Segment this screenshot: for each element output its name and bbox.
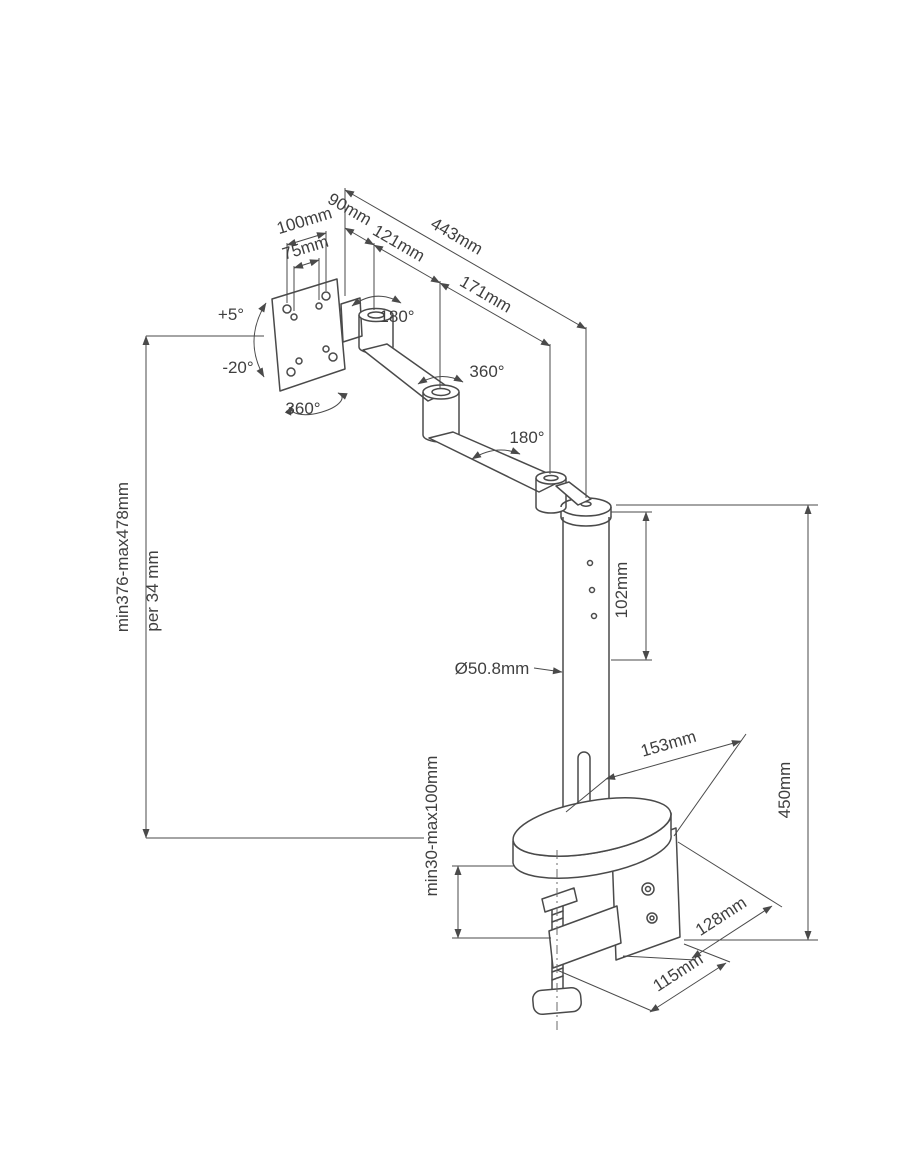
dim-pole-height-label: 450mm — [775, 762, 794, 819]
wrist-rotation-arc — [471, 447, 521, 460]
clamp-screw-hole — [646, 912, 658, 924]
clamp-bottom-arm — [548, 905, 622, 969]
dim-vesa-height — [293, 259, 320, 269]
pole-adjust-hole — [590, 612, 598, 620]
clamp-screw-knob — [532, 986, 582, 1016]
vesa-hole — [290, 313, 298, 321]
desk-clamp — [512, 797, 681, 1034]
vesa-hole — [322, 345, 330, 353]
pole-connector — [555, 481, 592, 506]
clamp-top-plate — [512, 797, 672, 857]
arm-joint-2 — [422, 384, 460, 400]
tilt-up-label: +5° — [218, 305, 244, 324]
dim-arm-seg2-label: 171mm — [456, 272, 515, 317]
dim-arm-front — [344, 227, 375, 246]
arm-assembly — [340, 297, 592, 514]
pole-diameter-leader — [533, 667, 563, 675]
vesa-hole — [321, 291, 331, 301]
dim-arm-front-label: 90mm — [325, 189, 375, 229]
dim-height-step-label: per 34 mm — [143, 550, 162, 631]
dim-pole-diameter-label: Ø50.8mm — [455, 659, 530, 678]
vesa-rotation-label: 180° — [379, 307, 414, 326]
pole-adjust-hole — [588, 586, 596, 594]
vesa-hole — [315, 302, 323, 310]
vesa-plate — [271, 278, 346, 392]
vesa-hole — [295, 357, 303, 365]
vesa-hole — [282, 304, 292, 314]
clamp-screw-hole — [641, 882, 655, 896]
dim-clamp-opening-label: min30-max100mm — [422, 756, 441, 897]
dim-clamp-front — [649, 962, 727, 1013]
dim-vesa-height-label: 75mm — [280, 232, 331, 264]
dim-clamp-depth — [605, 740, 742, 780]
tilt-down-label: -20° — [222, 358, 253, 377]
pole-adjust-hole — [586, 559, 594, 567]
dim-arm-seg2 — [439, 282, 551, 347]
dim-vesa-width — [286, 232, 327, 246]
dim-pole-adjust-label: 102mm — [612, 562, 631, 619]
vesa-hole — [328, 352, 338, 362]
dim-clamp-width — [691, 905, 773, 959]
wrist-rotation-label: 180° — [509, 428, 544, 447]
arm-wrist-joint — [535, 471, 567, 485]
clamp-screw-pad — [541, 887, 578, 913]
dim-height-range-label: min376-max478mm — [113, 482, 132, 632]
tilt-arc — [253, 302, 267, 378]
vesa-swivel-arc — [284, 392, 348, 416]
arm-rotation-arc — [417, 374, 464, 385]
vesa-plate-body — [271, 278, 346, 392]
arm-rotation-label: 360° — [469, 362, 504, 381]
dim-clamp-width-label: 128mm — [692, 893, 750, 940]
pole-cable-slot — [577, 751, 591, 809]
dim-arm-total-label: 443mm — [427, 214, 486, 259]
rotation-annotations: +5° -20° 180° 360° 360° 180° — [218, 295, 545, 460]
vesa-swivel-label: 360° — [285, 399, 320, 418]
pole — [560, 497, 612, 810]
vesa-hole — [286, 367, 296, 377]
dim-arm-seg1 — [373, 244, 441, 284]
dim-clamp-front-label: 115mm — [650, 949, 707, 995]
